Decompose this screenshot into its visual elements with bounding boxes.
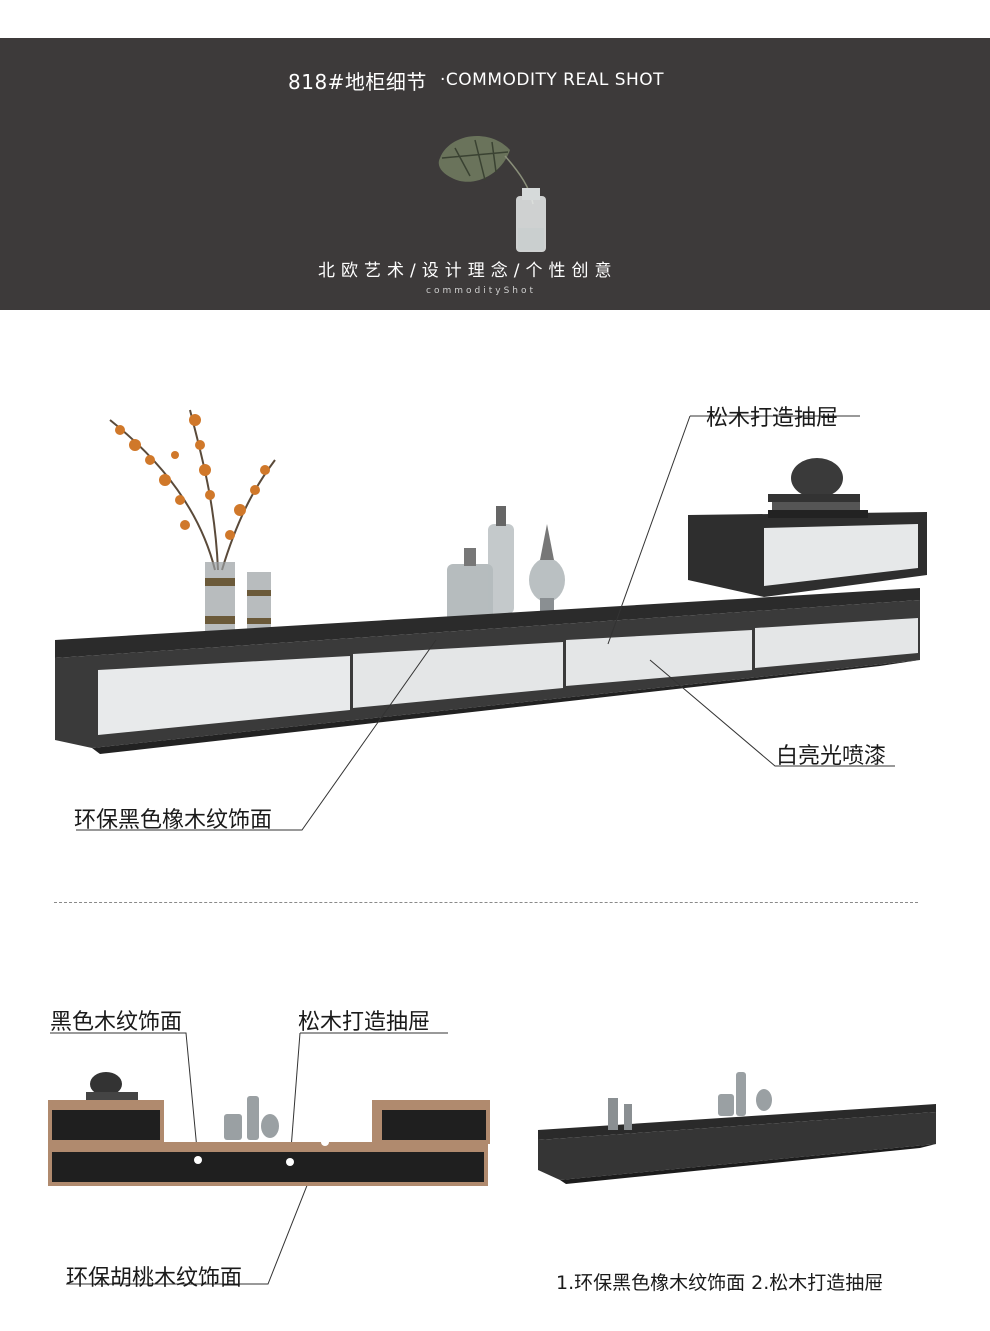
cabinet-body xyxy=(55,588,920,754)
dashed-divider xyxy=(54,902,918,903)
cabinet-top-box xyxy=(688,458,927,597)
callout-drawer: 松木打造抽屉 xyxy=(706,406,839,431)
black-cabinet-image xyxy=(538,1072,936,1184)
banner-small-text: commodityShot xyxy=(426,286,537,296)
right-caption: 1.环保黑色橡木纹饰面 2.松木打造抽屉 xyxy=(556,1272,884,1294)
callout-surface: 环保黑色橡木纹饰面 xyxy=(74,808,273,833)
callout-line-surface xyxy=(76,639,437,831)
callout-paint: 白亮光喷漆 xyxy=(776,744,887,769)
tv-cabinet-main-image xyxy=(55,409,927,831)
callout-black-wood: 黑色木纹饰面 xyxy=(50,1010,183,1035)
banner-slogan: 北欧艺术/设计理念/个性创意 xyxy=(318,261,618,281)
banner-title: 818#地柜细节 xyxy=(288,70,427,94)
plant-decoration xyxy=(109,409,276,638)
banner-subtitle: ·COMMODITY REAL SHOT xyxy=(440,70,665,90)
callout-line-paint xyxy=(649,659,895,767)
callout-pine-drawer: 松木打造抽屉 xyxy=(298,1010,431,1035)
callout-walnut: 环保胡桃木纹饰面 xyxy=(66,1266,243,1291)
header-banner xyxy=(0,38,990,310)
walnut-cabinet-image xyxy=(48,1032,490,1285)
vase-leaf-illustration xyxy=(438,136,546,252)
glass-jars xyxy=(447,506,565,624)
